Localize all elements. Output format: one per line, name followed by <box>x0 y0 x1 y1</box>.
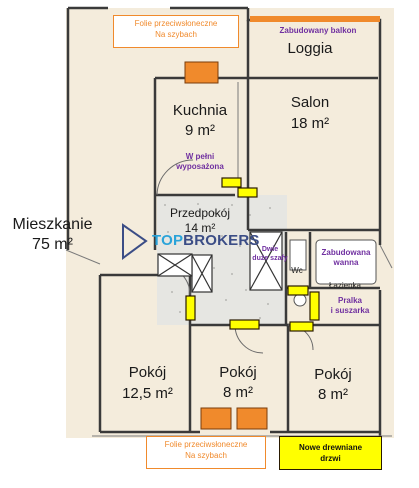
note-line: Na szybach <box>185 451 227 461</box>
note-line: i suszarka <box>330 306 370 315</box>
bathroom-fixtures <box>289 239 377 307</box>
fridge-unit <box>157 253 193 277</box>
room-wc: Wc <box>291 266 303 275</box>
balcony-note: Zabudowany balkon <box>279 26 357 35</box>
wardrobe <box>249 231 283 291</box>
kitchen-note: W pełni wyposażona <box>160 152 240 172</box>
window-film-pokoj-right <box>236 407 268 430</box>
note-line: Dwie <box>261 246 279 253</box>
room-loggia: Loggia <box>287 40 333 57</box>
note-line: Nowe drewniane <box>298 443 363 452</box>
wardrobe-note: Dwie duże szafy <box>252 246 288 264</box>
bath-note: Zabudowana wanna <box>316 248 376 268</box>
room-lazienka: Łazienka <box>328 281 362 290</box>
room-salon-name: Salon <box>290 94 330 111</box>
note-line: Na szybach <box>155 30 197 40</box>
note-line: Zabudowana <box>321 248 371 257</box>
topbrokers-logo: TOPBROKERS <box>152 232 260 249</box>
room-pokoj1-area: 12,5 m² <box>122 385 173 402</box>
room-pokoj1-name: Pokój <box>128 364 167 381</box>
room-kuchnia-area: 9 m² <box>185 122 215 139</box>
room-przedpokoj-area: 14 m² <box>184 221 216 235</box>
apartment-name: Mieszkanie <box>12 216 93 233</box>
note-line: Folie przeciwsłoneczne <box>134 19 218 28</box>
window-film-note-bottom: Folie przeciwsłoneczne Na szybach <box>146 436 266 469</box>
window-film-kuchnia <box>184 61 219 84</box>
note-line: drzwi <box>320 454 341 464</box>
room-pokoj3-area: 8 m² <box>318 386 348 403</box>
room-kuchnia-name: Kuchnia <box>172 102 228 119</box>
room-przedpokoj-name: Przedpokój <box>169 206 231 220</box>
entrance-arrow <box>122 223 148 260</box>
window-film-loggia <box>250 16 380 22</box>
note-line: wanna <box>333 258 359 267</box>
logo-part: BROKERS <box>183 232 260 249</box>
logo-part: TOP <box>152 232 184 249</box>
room-salon-area: 18 m² <box>290 115 330 132</box>
window-film-pokoj-left <box>200 407 232 430</box>
washer-note: Pralka i suszarka <box>322 296 378 316</box>
room-pokoj2-name: Pokój <box>219 364 257 381</box>
apartment-area: 75 m² <box>32 236 73 253</box>
room-pokoj2-area: 8 m² <box>223 384 253 401</box>
note-line: Pralka <box>337 296 363 305</box>
note-line: W pełni <box>185 152 215 161</box>
room-pokoj3-name: Pokój <box>314 366 352 383</box>
window-film-note-top: Folie przeciwsłoneczne Na szybach <box>113 15 239 48</box>
new-doors-marks <box>185 177 320 332</box>
note-line: Folie przeciwsłoneczne <box>164 440 248 449</box>
cabinet <box>191 254 213 293</box>
note-line: wyposażona <box>176 162 224 171</box>
note-line: duże szafy <box>252 254 288 262</box>
new-doors-legend: Nowe drewniane drzwi <box>279 436 382 470</box>
